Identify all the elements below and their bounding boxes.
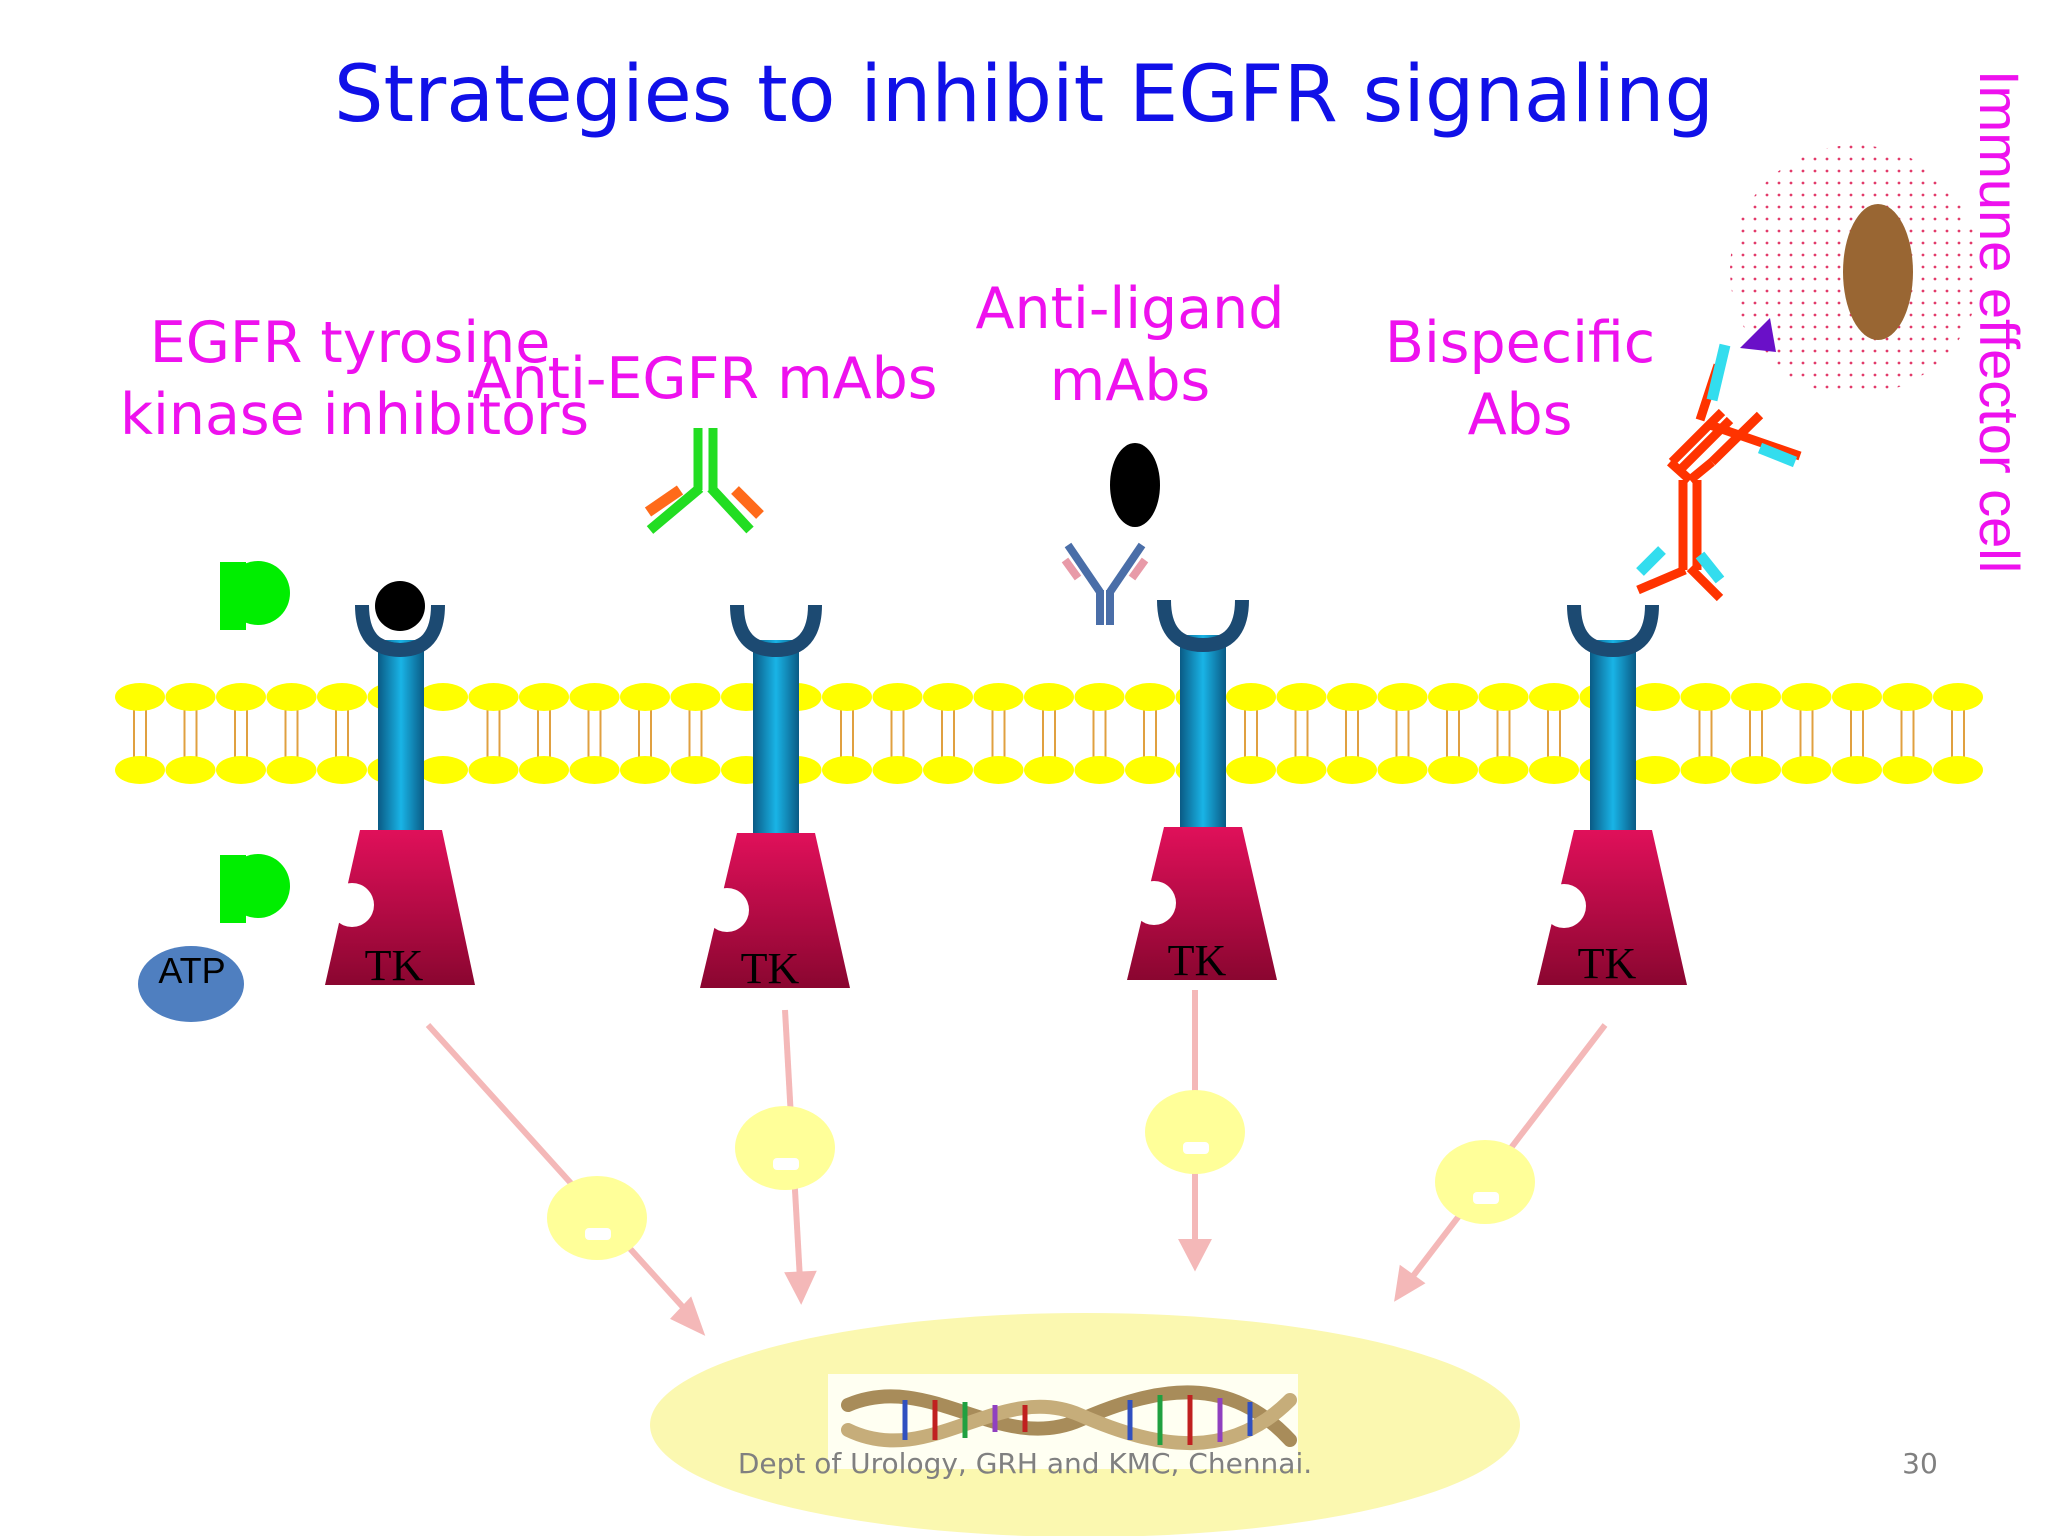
tk-label-1: TK — [365, 941, 424, 990]
lipid-head — [973, 756, 1024, 784]
lipid-head — [822, 756, 872, 784]
slide-title: Strategies to inhibit EGFR signaling — [334, 50, 1714, 140]
lipid-head — [1731, 756, 1781, 784]
lipid-head — [115, 683, 165, 711]
lipid-head — [872, 756, 923, 784]
signal-arrows — [425, 990, 1608, 1336]
lipid-head — [1428, 756, 1478, 784]
lipid-head — [1377, 683, 1428, 711]
lipid-head — [1781, 683, 1832, 711]
lipid-head — [1832, 683, 1882, 711]
lipid-head — [1933, 683, 1983, 711]
lipid-head — [1630, 756, 1680, 784]
lipid-head — [216, 756, 266, 784]
lipid-head — [670, 756, 721, 784]
lipid-head — [1327, 756, 1377, 784]
immune-effector-cell — [1730, 145, 1980, 395]
lipid-head — [1125, 683, 1175, 711]
atp-molecule — [138, 946, 244, 1022]
lipid-head — [1327, 683, 1377, 711]
lipid-head — [923, 756, 973, 784]
lipid-head — [1882, 756, 1933, 784]
phosphate-icon-bottom — [220, 854, 290, 923]
lipid-head — [973, 683, 1024, 711]
lipid-head — [620, 756, 670, 784]
tk-label-2: TK — [741, 944, 800, 993]
egfr-receptor-1 — [325, 604, 475, 985]
lipid-head — [1529, 756, 1579, 784]
lipid-head — [1125, 756, 1175, 784]
lipid-head — [1428, 683, 1478, 711]
lipid-head — [266, 683, 317, 711]
signal-molecule-3 — [1145, 1090, 1245, 1174]
lipid-head — [1781, 756, 1832, 784]
lipid-head — [418, 683, 468, 711]
label-immune-effector-cell-text: Immune effector cell — [1968, 70, 2031, 574]
lipid-head — [519, 683, 569, 711]
label-bispecific-abs: Bispecific Abs — [1384, 310, 1656, 448]
lipid-head — [1731, 683, 1781, 711]
lipid-head — [569, 683, 620, 711]
signal-molecule-4 — [1435, 1140, 1535, 1224]
lipid-head — [1478, 683, 1529, 711]
lipid-head — [1680, 756, 1731, 784]
page-number: 30 — [1902, 1447, 1938, 1480]
egfr-receptor-2 — [700, 604, 850, 988]
lipid-head — [872, 683, 923, 711]
lipid-head — [468, 756, 519, 784]
lipid-head — [1276, 756, 1327, 784]
lipid-head — [569, 756, 620, 784]
lipid-head — [216, 683, 266, 711]
lipid-head — [1226, 683, 1276, 711]
footer-text: Dept of Urology, GRH and KMC, Chennai. — [737, 1447, 1313, 1480]
lipid-head — [317, 683, 367, 711]
phosphate-icon-top — [220, 561, 290, 630]
lipid-head — [418, 756, 468, 784]
lipid-head — [1933, 756, 1983, 784]
lipid-head — [317, 756, 367, 784]
lipid-head — [1024, 756, 1074, 784]
lipid-head — [1226, 756, 1276, 784]
signal-molecule-1 — [547, 1176, 647, 1260]
label-egfr-tki: EGFR tyrosine kinase inhibitors — [120, 310, 590, 448]
egfr-receptor-4 — [1537, 604, 1687, 985]
tk-label-4: TK — [1578, 939, 1637, 988]
lipid-head — [266, 756, 317, 784]
anti-ligand-antibody-icon — [1061, 443, 1160, 625]
lipid-head — [468, 683, 519, 711]
lipid-head — [1074, 683, 1125, 711]
lipid-head — [165, 756, 216, 784]
lipid-head — [1276, 683, 1327, 711]
lipid-head — [1630, 683, 1680, 711]
lipid-head — [1377, 756, 1428, 784]
anti-egfr-antibody-icon — [644, 428, 764, 534]
egfr-receptor-3 — [1127, 599, 1277, 980]
lipid-head — [519, 756, 569, 784]
bispecific-antibody-icon — [1636, 343, 1802, 602]
lipid-head — [1024, 683, 1074, 711]
lipid-head — [1074, 756, 1125, 784]
lipid-head — [165, 683, 216, 711]
lipid-head — [1832, 756, 1882, 784]
label-anti-egfr-mabs: Anti-EGFR mAbs — [472, 346, 938, 412]
tk-label-3: TK — [1168, 936, 1227, 985]
label-immune-effector-cell: Immune effector cell — [1950, 70, 2040, 590]
lipid-head — [923, 683, 973, 711]
label-anti-ligand-mabs: Anti-ligand mAbs — [975, 276, 1285, 414]
dna-helix-icon — [841, 1385, 1297, 1451]
lipid-head — [670, 683, 721, 711]
lipid-head — [822, 683, 872, 711]
atp-label: ATP — [158, 950, 226, 991]
cell-membrane — [115, 683, 1983, 784]
lipid-head — [1680, 683, 1731, 711]
lipid-head — [1882, 683, 1933, 711]
lipid-head — [1478, 756, 1529, 784]
lipid-head — [620, 683, 670, 711]
lipid-head — [1529, 683, 1579, 711]
lipid-head — [115, 756, 165, 784]
signal-molecule-2 — [735, 1106, 835, 1190]
ligand-bound — [375, 581, 425, 631]
